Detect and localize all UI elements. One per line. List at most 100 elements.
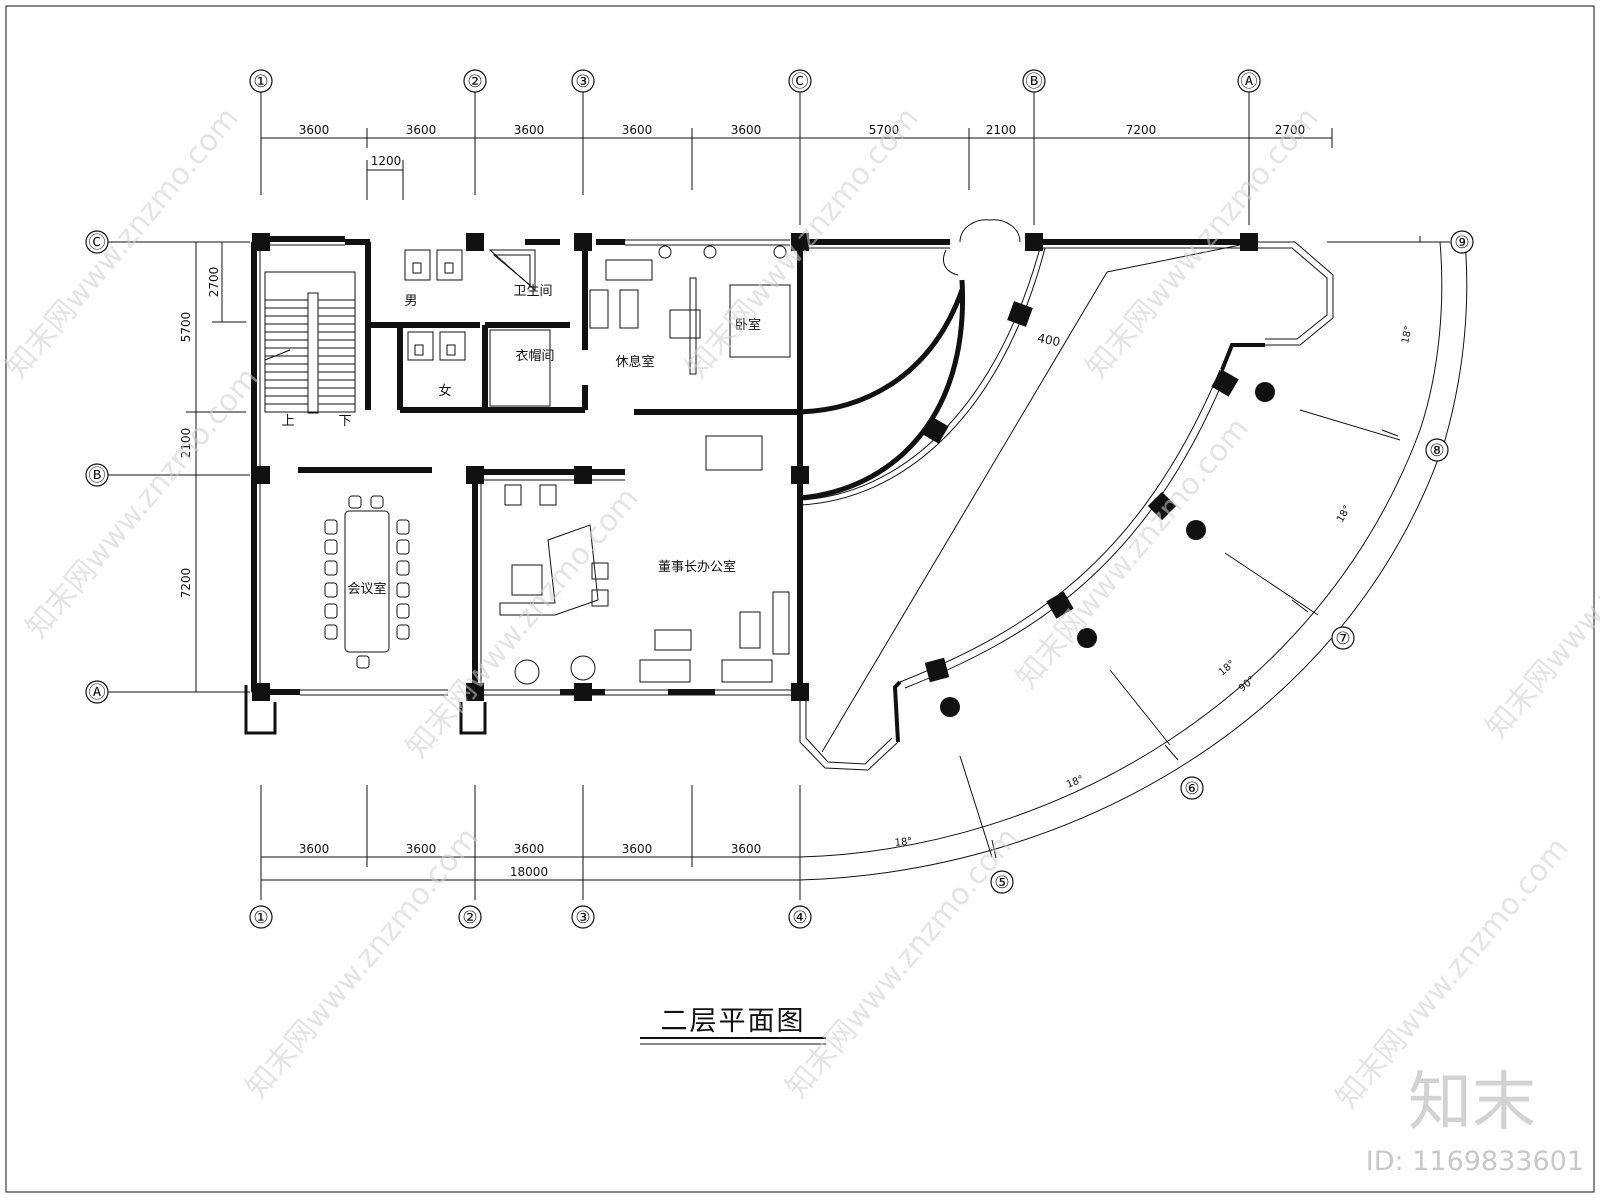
bottom-dim-4: 3600 xyxy=(622,842,653,856)
watermark-1: 知末网www.znzmo.com xyxy=(0,101,246,385)
watermark-7: 知末网www.znzmo.com xyxy=(1479,461,1600,745)
top-dimension-chain xyxy=(260,128,1333,200)
top-axis-3: ③ xyxy=(575,72,590,92)
meeting-chair xyxy=(324,603,338,619)
arc-axis-6: ⑥ xyxy=(1184,779,1199,799)
room-meeting: 会议室 xyxy=(347,581,386,597)
bottom-axis-3: ③ xyxy=(575,908,590,928)
room-men: 男 xyxy=(404,294,417,309)
left-axis-b: Ⓑ xyxy=(89,466,106,486)
round-column-2 xyxy=(1186,520,1206,540)
bottom-dim-3: 3600 xyxy=(514,842,545,856)
column-8 xyxy=(466,466,484,484)
drawing-frame xyxy=(5,5,1595,1193)
curve-column-4 xyxy=(1147,491,1177,521)
walls xyxy=(244,219,1334,771)
top-axis-b: Ⓑ xyxy=(1026,72,1043,92)
top-axis-a: Ⓐ xyxy=(1241,72,1258,92)
column-5 xyxy=(1025,233,1043,251)
drawing-title-group: 二层平面图 xyxy=(640,1006,826,1045)
column-6 xyxy=(1240,233,1258,251)
meeting-chair xyxy=(396,603,410,619)
drawing-title: 二层平面图 xyxy=(661,1006,806,1037)
top-dim-9: 2700 xyxy=(1275,123,1306,137)
watermark-3: 知末网www.znzmo.com xyxy=(399,481,645,765)
room-bedroom: 卧室 xyxy=(735,317,761,333)
arc-axis-markers: ⑤ ⑥ ⑦ ⑧ ⑨ xyxy=(990,230,1474,894)
arc-axis-9: ⑨ xyxy=(1454,233,1469,253)
column-14 xyxy=(791,683,809,701)
image-id: ID: 1169833601 xyxy=(1366,1146,1584,1177)
column-4 xyxy=(791,233,809,251)
arc-axis-7: ⑦ xyxy=(1335,629,1350,649)
left-dim-4: 7200 xyxy=(179,568,193,599)
left-dim-3: 2100 xyxy=(179,428,193,459)
column-10 xyxy=(791,466,809,484)
meeting-chair xyxy=(324,539,338,555)
angle-1: 18° xyxy=(894,836,913,849)
round-column-4 xyxy=(940,697,960,717)
meeting-chair xyxy=(370,495,384,509)
top-axis-c: Ⓒ xyxy=(792,72,809,92)
arc-axis-8: ⑧ xyxy=(1429,441,1444,461)
meeting-chair xyxy=(324,582,338,598)
top-axis-1: ① xyxy=(253,72,268,92)
top-dim-2: 3600 xyxy=(406,123,437,137)
meeting-chair xyxy=(356,655,370,669)
column-9 xyxy=(574,466,592,484)
top-dim-7: 2100 xyxy=(986,123,1017,137)
column-3 xyxy=(574,233,592,251)
meeting-chairs xyxy=(324,495,410,669)
bottom-axis-markers: ① ② ③ ④ xyxy=(249,905,812,929)
room-cloakroom: 衣帽间 xyxy=(515,348,554,364)
top-dim-8: 7200 xyxy=(1126,123,1157,137)
meeting-chair xyxy=(348,495,362,509)
meeting-chair xyxy=(324,624,338,640)
left-dim-1: 2700 xyxy=(207,267,221,298)
meeting-chair xyxy=(396,624,410,640)
left-dimension-chain: 2700 5700 2100 7200 xyxy=(179,241,246,693)
top-dim-3: 3600 xyxy=(514,123,545,137)
bottom-dim-5: 3600 xyxy=(731,842,762,856)
structural-columns xyxy=(252,233,1275,717)
meeting-chair xyxy=(396,539,410,555)
bottom-total: 18000 xyxy=(510,865,548,879)
round-column-3 xyxy=(1077,628,1097,648)
room-lounge: 休息室 xyxy=(615,354,654,370)
left-axis-a: Ⓐ xyxy=(89,683,106,703)
top-subdim: 1200 xyxy=(371,154,402,168)
top-axis-markers: ① ② ③ Ⓒ Ⓑ Ⓐ xyxy=(249,69,1261,93)
stair-down-label: 下 xyxy=(338,414,351,429)
bottom-axis-2: ② xyxy=(462,908,477,928)
top-dim-4: 3600 xyxy=(622,123,653,137)
column-12 xyxy=(466,683,484,701)
room-bathroom: 卫生间 xyxy=(513,284,552,299)
watermark-9: 知末网www.znzmo.com xyxy=(779,821,1025,1105)
meeting-chair xyxy=(324,560,338,576)
bottom-dim-1: 3600 xyxy=(299,842,330,856)
meeting-chair xyxy=(396,519,410,535)
room-chairman-office: 董事长办公室 xyxy=(658,559,736,575)
column-11 xyxy=(252,683,270,701)
angle-3: 18° xyxy=(1217,658,1238,678)
meeting-chair xyxy=(396,560,410,576)
left-axis-markers: Ⓒ Ⓑ Ⓐ xyxy=(85,230,109,704)
top-dim-1: 3600 xyxy=(299,123,330,137)
radial-dimension-arcs xyxy=(799,236,1468,881)
curve-column-2 xyxy=(921,416,949,444)
watermark-8: 知末网www.znzmo.com xyxy=(239,821,485,1105)
axis-lines xyxy=(107,92,1450,900)
stair-treads xyxy=(265,299,355,405)
angle-90: 90° xyxy=(1237,674,1258,694)
column-1 xyxy=(252,233,270,251)
angle-4: 18° xyxy=(1335,504,1353,525)
top-dim-5: 3600 xyxy=(731,123,762,137)
meeting-chair xyxy=(324,519,338,535)
curve-column-3 xyxy=(1211,369,1239,397)
round-column-1 xyxy=(1255,382,1275,402)
left-axis-c: Ⓒ xyxy=(89,233,106,253)
curve-column-1 xyxy=(1007,301,1033,327)
meeting-chair xyxy=(396,582,410,598)
angle-5: 18° xyxy=(1400,325,1414,345)
